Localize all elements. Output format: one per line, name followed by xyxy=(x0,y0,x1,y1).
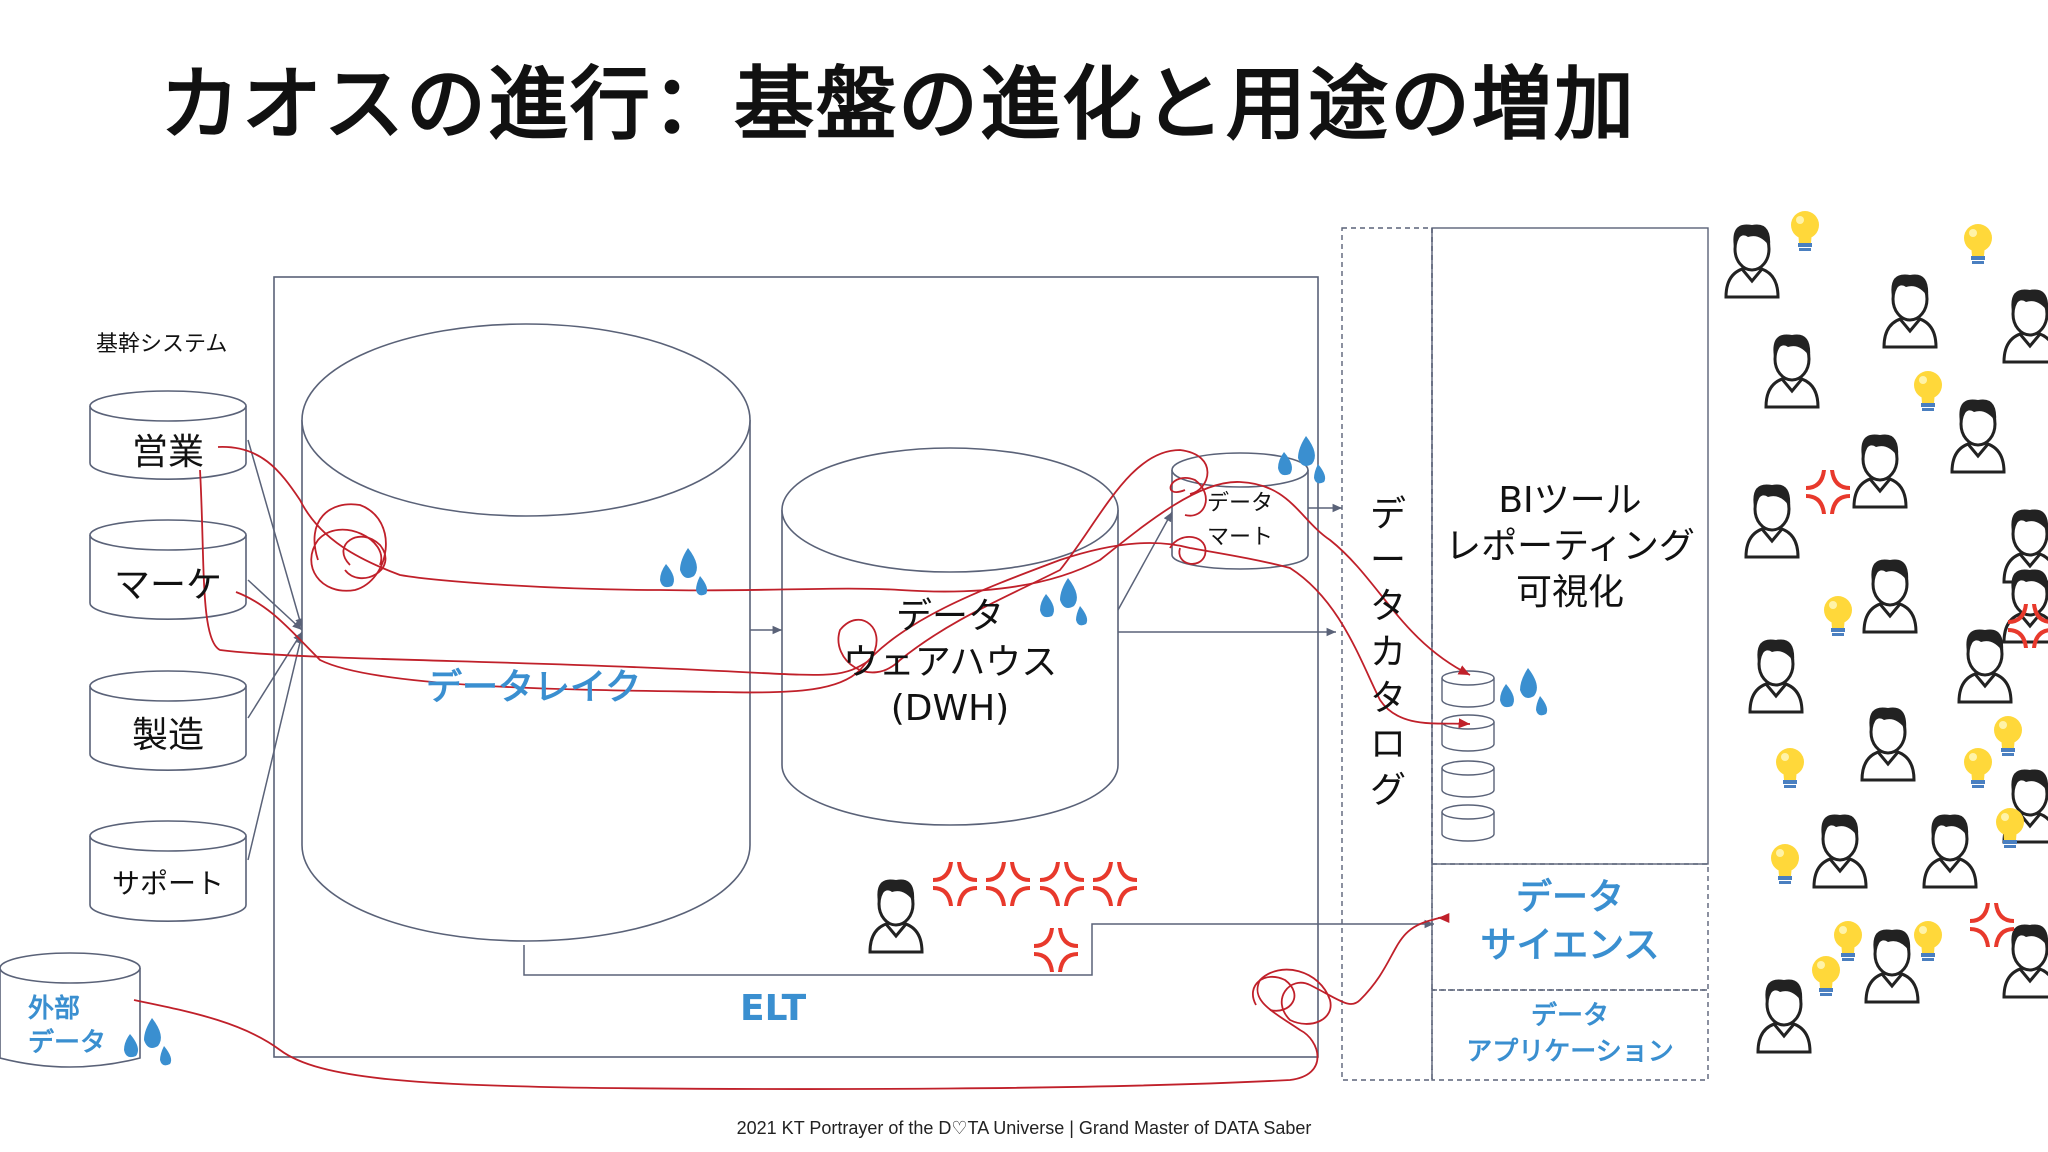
user-person-icon xyxy=(1922,812,1978,889)
external-data-label: 外部 データ xyxy=(28,994,107,1058)
source-sales-label: 営業 xyxy=(131,432,204,473)
lightbulb-icon xyxy=(1791,211,1819,251)
user-person-icon xyxy=(1860,705,1916,782)
source-support-label: サポート xyxy=(111,867,224,900)
user-person-icon xyxy=(1756,977,1812,1054)
footer-credit: 2021 KT Portrayer of the D♡TA Universe |… xyxy=(736,1118,1312,1138)
lightbulb-icon xyxy=(1964,224,1992,264)
data-catalog-label: データカタログ xyxy=(1369,494,1406,811)
anger-icon xyxy=(1040,862,1084,906)
user-person-icon xyxy=(1852,432,1908,509)
data-mart-label: データ マート xyxy=(1206,491,1273,550)
lightbulb-icon xyxy=(1964,748,1992,788)
data-lake-cylinder xyxy=(301,323,751,942)
flow-arrows xyxy=(523,503,1434,976)
mini-db-stack xyxy=(1441,670,1495,842)
user-person-icon xyxy=(2002,922,2048,999)
core-systems-label: 基幹システム xyxy=(96,332,228,357)
platform-box xyxy=(273,276,1319,1058)
user-person-icon xyxy=(1812,812,1868,889)
sweat-drop-icon xyxy=(1500,668,1548,716)
anger-icon xyxy=(986,862,1030,906)
anger-cluster xyxy=(933,862,1137,972)
user-person-icon xyxy=(1744,482,1800,559)
chaos-lines xyxy=(133,446,1471,1090)
data-application-label: データ アプリケーション xyxy=(1466,1001,1674,1067)
user-person-icon xyxy=(1748,637,1804,714)
lightbulb-icon xyxy=(1914,921,1942,961)
source-manufacturing-label: 製造 xyxy=(131,715,204,756)
anger-icon xyxy=(1806,470,1850,514)
user-person-icon xyxy=(1950,397,2006,474)
source-arrows xyxy=(247,439,304,861)
source-marketing-label: マーケ xyxy=(113,565,222,606)
anger-icon xyxy=(1093,862,1137,906)
user-person-icon xyxy=(1862,557,1918,634)
analyst-person-icon xyxy=(868,877,924,954)
source-db-manufacturing xyxy=(89,670,247,771)
data-application-box xyxy=(1431,989,1709,1081)
lightbulb-icon xyxy=(1834,921,1862,961)
slide-title: カオスの進行：基盤の進化と用途の増加 xyxy=(160,58,1636,151)
user-person-icon xyxy=(1724,222,1780,299)
data-science-label: データ サイエンス xyxy=(1480,877,1660,966)
anger-icon xyxy=(1970,903,2014,947)
source-db-support xyxy=(89,820,247,922)
user-crowd xyxy=(1724,222,2048,1054)
anger-icon xyxy=(1034,928,1078,972)
lightbulb-icon xyxy=(1771,844,1799,884)
lightbulb-icon xyxy=(1812,956,1840,996)
bi-tools-label: BIツール レポーティング 可視化 xyxy=(1445,480,1695,613)
lightbulb-icon xyxy=(1776,748,1804,788)
user-person-icon xyxy=(1882,272,1938,349)
data-lake-label: データレイク xyxy=(426,667,642,708)
user-person-icon xyxy=(1764,332,1820,409)
source-db-marketing xyxy=(89,519,247,620)
dwh-label: データ ウェアハウス (DWH) xyxy=(842,596,1058,729)
anger-icon xyxy=(933,862,977,906)
lightbulb-icon xyxy=(1824,596,1852,636)
external-data-db xyxy=(0,952,141,1068)
lightbulb-icon xyxy=(1914,371,1942,411)
lightbulb-icon xyxy=(1994,716,2022,756)
source-db-sales xyxy=(89,390,247,480)
elt-label: ELT xyxy=(740,988,807,1029)
user-person-icon xyxy=(1864,927,1920,1004)
user-person-icon xyxy=(2002,287,2048,364)
